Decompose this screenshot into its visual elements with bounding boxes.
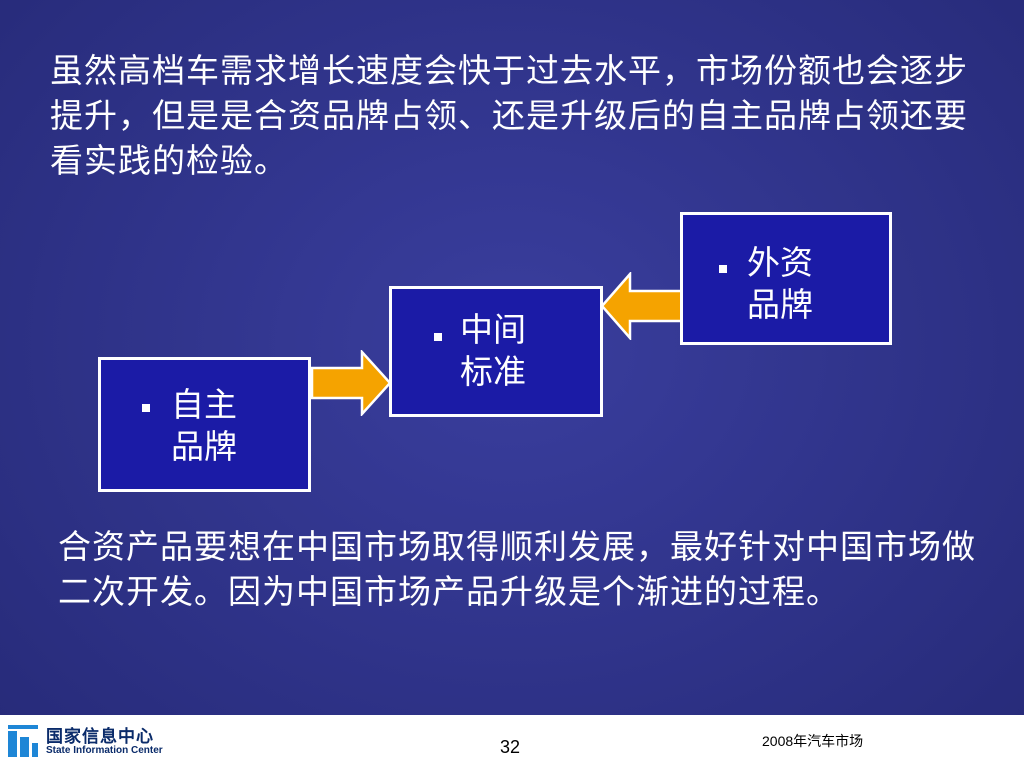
arrow-right-icon (310, 350, 392, 416)
domestic-brand-label: 自主 品牌 (171, 384, 291, 468)
state-information-center-logo-icon (6, 723, 40, 759)
footer-bar: 国家信息中心 State Information Center 32 2008年… (0, 715, 1024, 768)
arrow-left-icon (600, 272, 684, 340)
bullet-icon (719, 265, 727, 273)
foreign-brand-line1: 外资 (747, 243, 813, 282)
intro-paragraph: 虽然高档车需求增长速度会快于过去水平，市场份额也会逐步提升，但是是合资品牌占领、… (50, 51, 968, 180)
middle-standard-label: 中间 标准 (460, 309, 580, 393)
foreign-brand-box: 外资 品牌 (680, 212, 892, 345)
foreign-brand-line2: 品牌 (747, 285, 813, 324)
middle-standard-box: 中间 标准 (389, 286, 603, 417)
slide-content: 虽然高档车需求增长速度会快于过去水平，市场份额也会逐步提升，但是是合资品牌占领、… (50, 51, 976, 611)
footer-topic: 2008年汽车市场 (762, 733, 864, 749)
bullet-icon (434, 333, 442, 341)
middle-standard-line1: 中间 (460, 310, 526, 349)
foreign-brand-label: 外资 品牌 (747, 242, 867, 326)
footer-org-name-cn: 国家信息中心 (46, 727, 154, 747)
domestic-brand-line1: 自主 (171, 385, 237, 424)
conclusion-paragraph: 合资产品要想在中国市场取得顺利发展，最好针对中国市场做二次开发。因为中国市场产品… (58, 527, 976, 611)
domestic-brand-box: 自主 品牌 (98, 357, 311, 492)
domestic-brand-line2: 品牌 (171, 427, 237, 466)
bullet-icon (142, 404, 150, 412)
page-number: 32 (500, 737, 521, 757)
middle-standard-line2: 标准 (460, 352, 526, 391)
footer-org-name-en: State Information Center (46, 745, 163, 756)
